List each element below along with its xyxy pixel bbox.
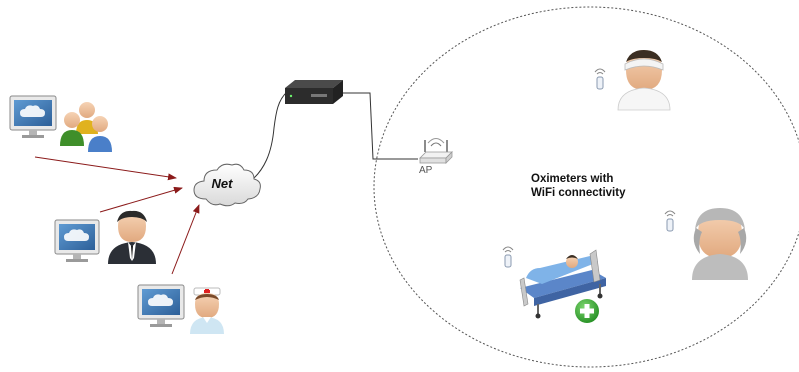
oximeters-label-line1: Oximeters with xyxy=(531,173,614,185)
elderly-patient-icon xyxy=(692,208,748,280)
router-box-icon xyxy=(285,80,343,104)
wifi-access-point-icon xyxy=(419,138,453,164)
oximeter-wifi-icon xyxy=(664,210,676,232)
oximeters-label-line2: WiFi connectivity xyxy=(531,187,626,199)
arrow-nurse-to-net xyxy=(171,204,200,275)
net-label: Net xyxy=(211,176,233,191)
plus-badge-icon xyxy=(573,297,601,325)
arrow-manager-to-net xyxy=(99,186,183,213)
nurse-icon xyxy=(190,287,224,334)
monitor-cloud-icon xyxy=(54,219,100,262)
hospital-bed-icon xyxy=(519,249,606,319)
ap-label: AP xyxy=(419,165,433,176)
monitor-cloud-icon xyxy=(137,284,185,327)
cloud-icon xyxy=(193,163,261,207)
cable-net-to-router xyxy=(243,91,288,187)
oximeter-wifi-icon xyxy=(502,246,514,268)
oximeters-label: Oximeters with WiFi connectivity xyxy=(531,172,661,200)
user-group-icon xyxy=(60,102,112,152)
monitor-cloud-icon xyxy=(9,95,57,138)
oximeter-wifi-icon xyxy=(594,68,606,90)
cable-router-to-ap xyxy=(341,92,418,160)
patient-icon xyxy=(617,50,671,111)
businessman-icon xyxy=(108,210,156,264)
arrow-users-to-net xyxy=(34,156,177,181)
